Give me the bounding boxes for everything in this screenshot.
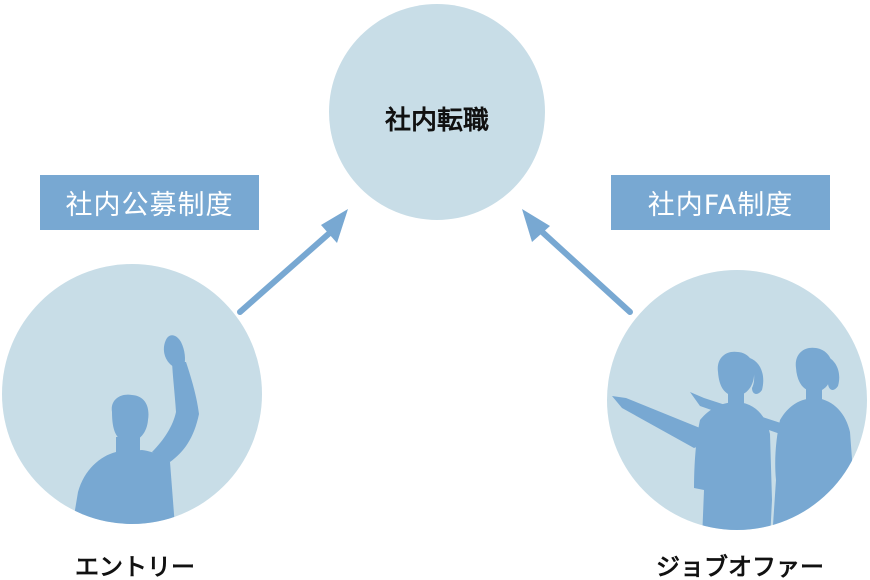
internal-fa-label: 社内FA制度 [611, 175, 830, 230]
left-node-label: エントリー [75, 553, 195, 580]
two-women-pointing-icon [612, 347, 858, 530]
internal-recruitment-label: 社内公募制度 [40, 175, 259, 230]
arrow-right-line [537, 227, 633, 315]
center-node-circle [329, 4, 545, 220]
left-node-circle [2, 264, 262, 524]
center-node-label: 社内転職 [384, 106, 489, 136]
arrow-right-head [522, 209, 550, 242]
person-raising-hand-icon [70, 335, 199, 524]
right-node-label: ジョブオファー [656, 553, 824, 580]
arrow-left-line [237, 227, 336, 315]
arrow-left-head [321, 209, 348, 243]
